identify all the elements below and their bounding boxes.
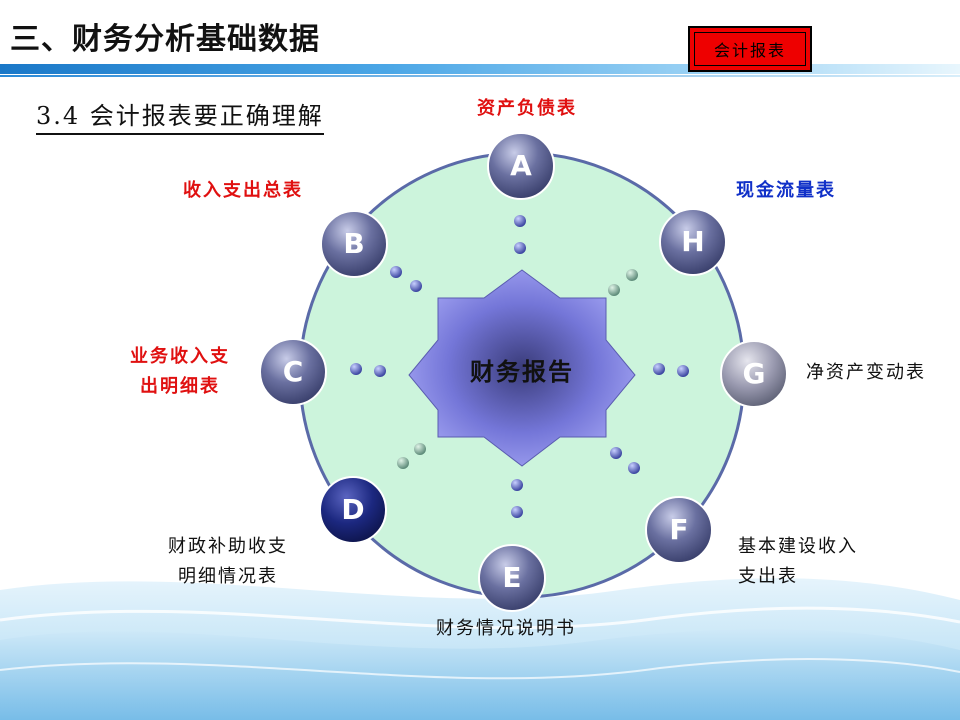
connector-dot bbox=[511, 479, 523, 491]
node-a-label: 资产负债表 bbox=[477, 98, 577, 119]
connector-dot bbox=[610, 447, 622, 459]
node-d-label-line2: 明细情况表 bbox=[178, 566, 278, 587]
node-g bbox=[720, 340, 788, 408]
node-h-letter: H bbox=[681, 225, 705, 258]
center-label: 财务报告 bbox=[470, 357, 574, 386]
title-rule bbox=[0, 64, 960, 74]
node-e-letter: E bbox=[502, 561, 522, 594]
node-f-label-line2: 支出表 bbox=[738, 566, 798, 587]
connector-dot bbox=[626, 269, 638, 281]
node-b bbox=[320, 210, 388, 278]
connector-dot bbox=[374, 365, 386, 377]
section-subtitle: 3.4 会计报表要正确理解 bbox=[36, 96, 324, 135]
connector-dot bbox=[390, 266, 402, 278]
node-c-label-line2: 出明细表 bbox=[140, 376, 220, 397]
connector-dot bbox=[514, 215, 526, 227]
connector-dot bbox=[414, 443, 426, 455]
center-star bbox=[408, 269, 636, 467]
node-d-label-line1: 财政补助收支 bbox=[168, 536, 288, 557]
node-c-letter: C bbox=[282, 355, 304, 388]
connector-dot bbox=[397, 457, 409, 469]
title-rule-thin bbox=[0, 75, 960, 77]
node-f-label-line1: 基本建设收入 bbox=[738, 536, 858, 557]
wave-line-2 bbox=[0, 658, 960, 680]
wave-layer-2 bbox=[0, 629, 960, 720]
connector-dot bbox=[410, 280, 422, 292]
connector-dot bbox=[653, 363, 665, 375]
node-e bbox=[478, 544, 546, 612]
node-a bbox=[487, 132, 555, 200]
node-c-label-line1: 业务收入支 bbox=[130, 346, 230, 367]
connector-dot bbox=[677, 365, 689, 377]
section-badge: 会计报表 bbox=[688, 26, 812, 72]
node-b-label: 收入支出总表 bbox=[183, 180, 303, 201]
node-f bbox=[645, 496, 713, 564]
connector-dot bbox=[514, 242, 526, 254]
connector-dot bbox=[350, 363, 362, 375]
node-d bbox=[319, 476, 387, 544]
connector-dot bbox=[628, 462, 640, 474]
node-a-letter: A bbox=[510, 149, 532, 182]
wave-line-1 bbox=[0, 606, 960, 630]
node-g-label: 净资产变动表 bbox=[806, 362, 926, 383]
node-e-label: 财务情况说明书 bbox=[436, 618, 576, 639]
node-h-label: 现金流量表 bbox=[736, 180, 836, 201]
node-b-letter: B bbox=[343, 227, 365, 260]
connector-dot bbox=[608, 284, 620, 296]
section-badge-label: 会计报表 bbox=[694, 32, 806, 66]
page-title: 三、财务分析基础数据 bbox=[10, 22, 320, 57]
node-g-letter: G bbox=[742, 357, 766, 390]
node-d-letter: D bbox=[341, 493, 365, 526]
connector-dot bbox=[511, 506, 523, 518]
node-c bbox=[259, 338, 327, 406]
wave-background bbox=[0, 578, 960, 720]
node-f-letter: F bbox=[669, 513, 689, 546]
node-h bbox=[659, 208, 727, 276]
